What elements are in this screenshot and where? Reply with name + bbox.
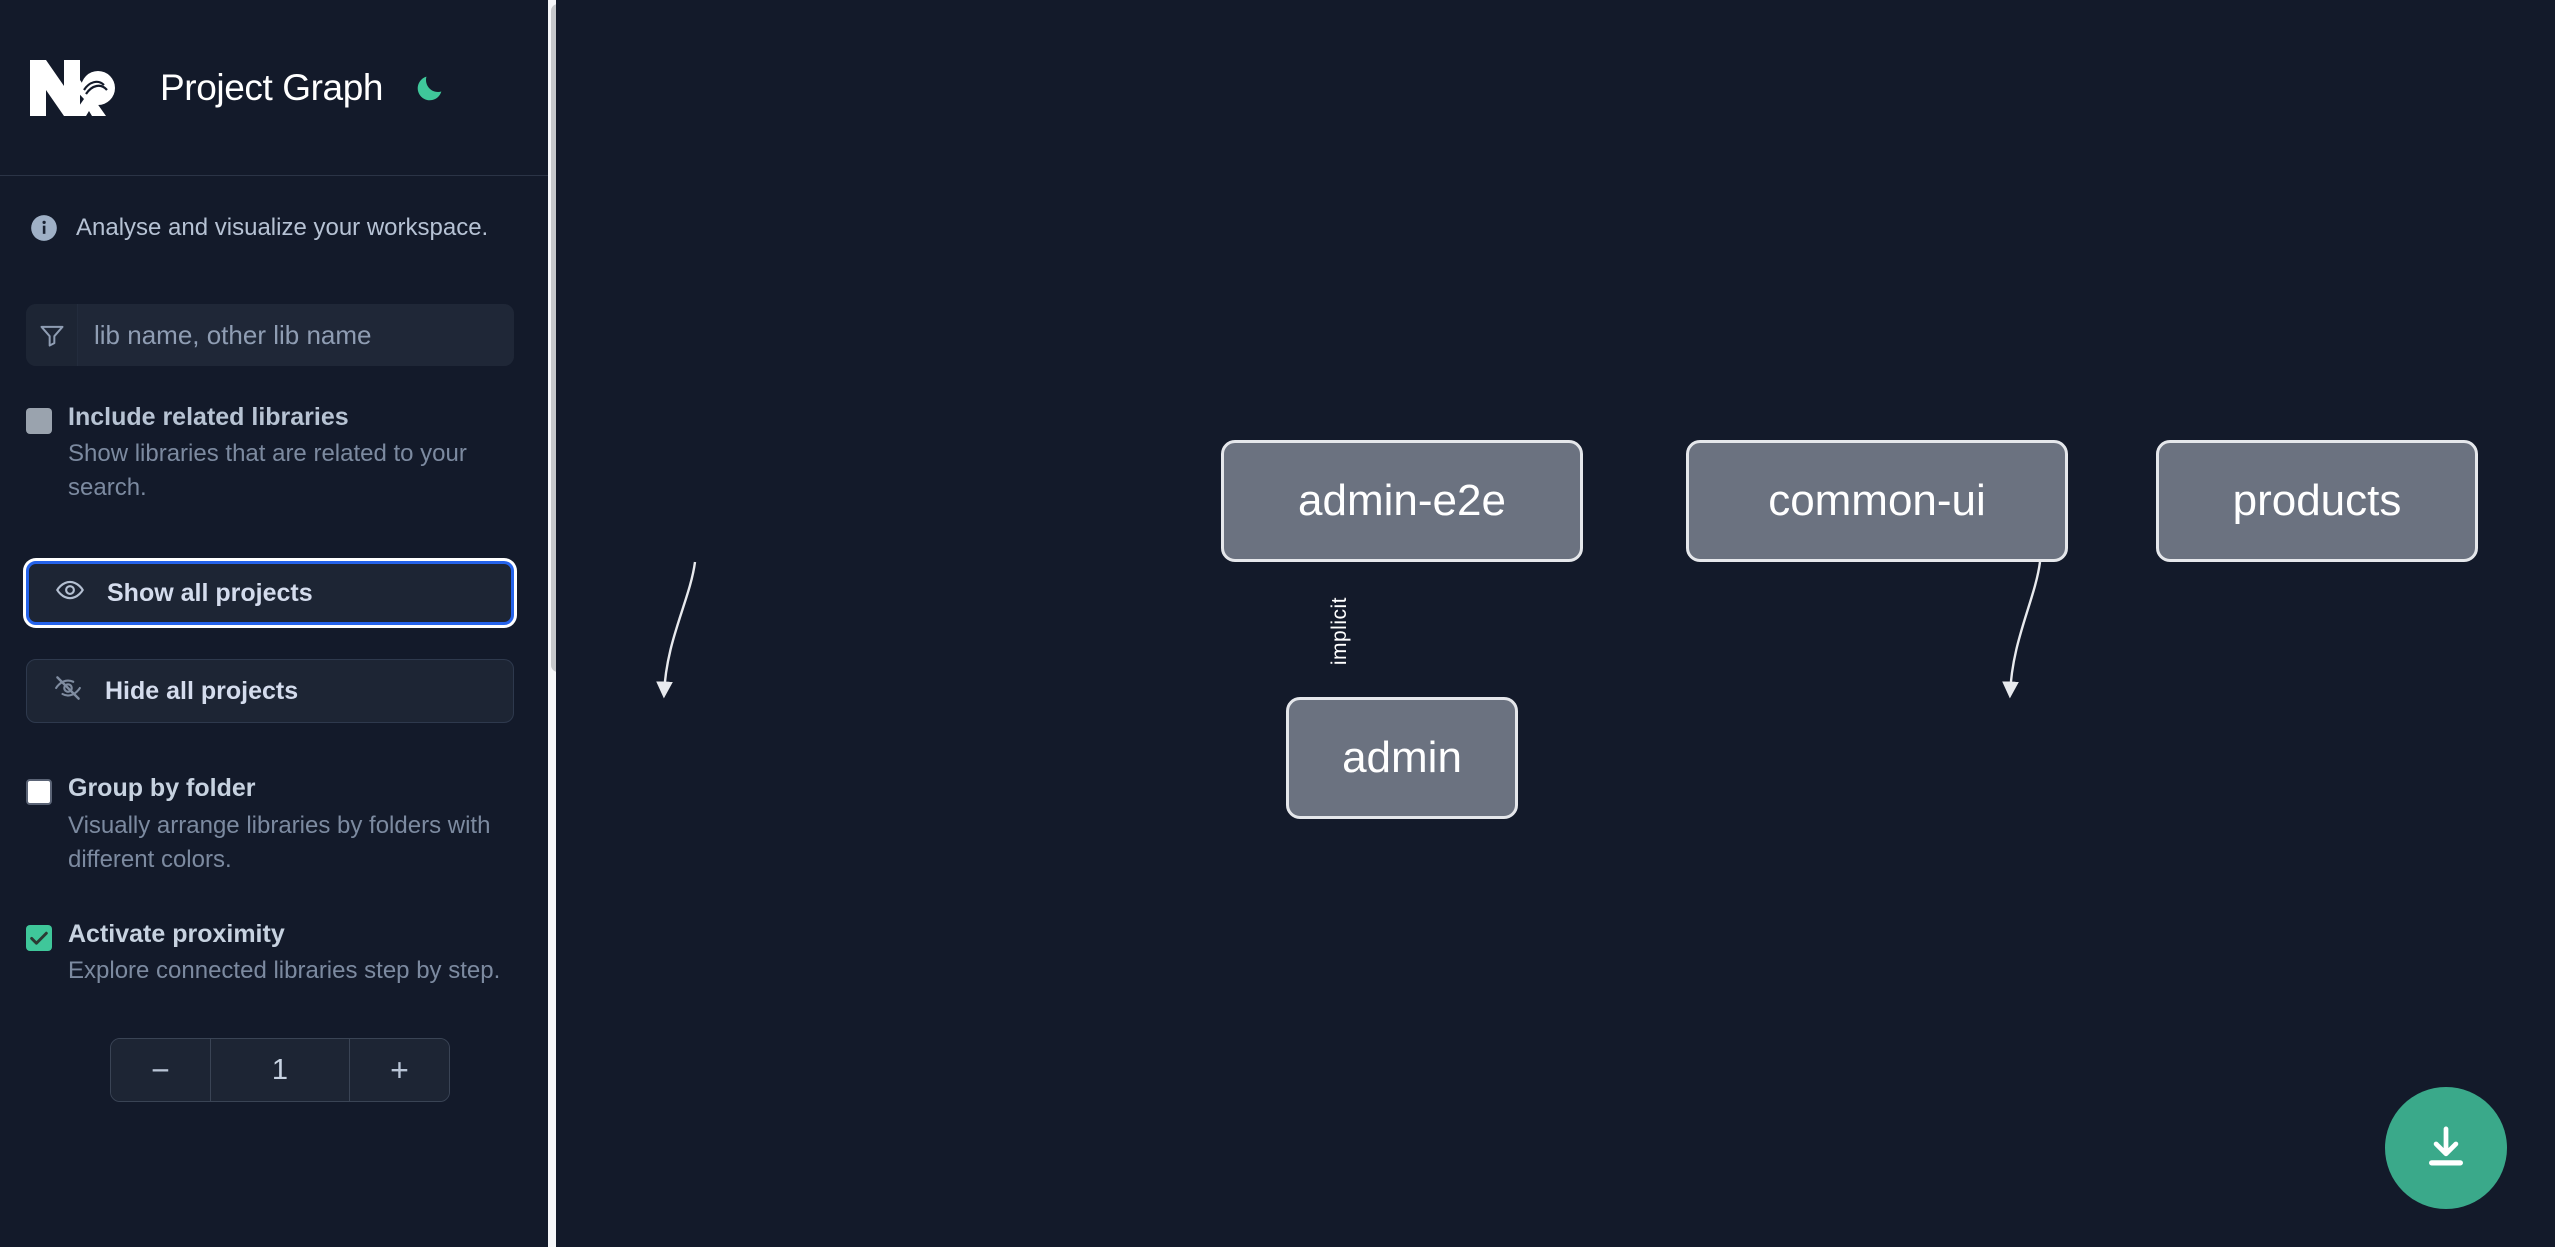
- header-divider: [0, 175, 556, 176]
- graph-edges: [656, 561, 2042, 699]
- graph-canvas[interactable]: admin-e2e common-ui products store-e2e a…: [556, 0, 2555, 1247]
- graph-node-common-ui[interactable]: common-ui: [1686, 440, 2068, 562]
- hide-all-projects-button[interactable]: Hide all projects: [26, 659, 514, 724]
- brand-header: Project Graph: [0, 0, 540, 175]
- checkbox-group-by-folder[interactable]: [26, 779, 52, 806]
- info-text: Analyse and visualize your workspace.: [76, 214, 489, 241]
- filter-icon: [26, 304, 78, 366]
- download-icon: [2429, 1126, 2463, 1166]
- show-all-projects-label: Show all projects: [107, 578, 313, 607]
- option-group-by-folder[interactable]: Group by folder Visually arrange librari…: [26, 773, 514, 876]
- sidebar: Project Graph Analyse and visualize y: [0, 0, 568, 1247]
- option-title: Include related libraries: [68, 403, 349, 431]
- graph-node-products[interactable]: products: [2156, 440, 2478, 562]
- search-input[interactable]: [78, 304, 514, 366]
- option-description: Show libraries that are related to your …: [68, 440, 467, 502]
- moon-icon[interactable]: [407, 65, 453, 111]
- hide-all-projects-label: Hide all projects: [105, 676, 299, 705]
- info-icon: [30, 214, 58, 242]
- edge-label-admin-e2e-to-admin: implicit: [1328, 597, 1351, 666]
- show-all-projects-button[interactable]: Show all projects: [26, 561, 514, 626]
- nx-logo: [26, 54, 124, 122]
- option-include-related-libraries[interactable]: Include related libraries Show libraries…: [26, 402, 514, 505]
- stepper-decrement-button[interactable]: −: [111, 1039, 211, 1102]
- option-activate-proximity[interactable]: Activate proximity Explore connected lib…: [26, 919, 514, 988]
- download-graph-button[interactable]: [2385, 1087, 2507, 1209]
- eye-off-icon: [53, 673, 83, 710]
- stepper-increment-button[interactable]: +: [349, 1039, 449, 1102]
- graph-node-admin[interactable]: admin: [1286, 697, 1518, 819]
- sidebar-content: Project Graph Analyse and visualize y: [0, 0, 556, 1247]
- page-title: Project Graph: [160, 66, 384, 108]
- eye-icon: [55, 575, 85, 612]
- proximity-stepper[interactable]: − 1 +: [110, 1038, 450, 1103]
- edge-store-e2e-to-store: [2002, 561, 2042, 699]
- graph-node-admin-e2e[interactable]: admin-e2e: [1221, 440, 1583, 562]
- checkbox-include-related-libraries[interactable]: [26, 408, 52, 434]
- option-title: Activate proximity: [68, 919, 285, 948]
- option-description: Explore connected libraries step by step…: [68, 957, 501, 985]
- option-title: Group by folder: [68, 774, 256, 803]
- search-box[interactable]: [26, 304, 514, 366]
- option-description: Visually arrange libraries by folders wi…: [68, 811, 491, 873]
- checkbox-activate-proximity[interactable]: [26, 924, 52, 951]
- edge-admin-e2e-to-admin: [656, 561, 697, 699]
- stepper-value: 1: [211, 1039, 349, 1102]
- info-banner: Analyse and visualize your workspace.: [0, 176, 540, 242]
